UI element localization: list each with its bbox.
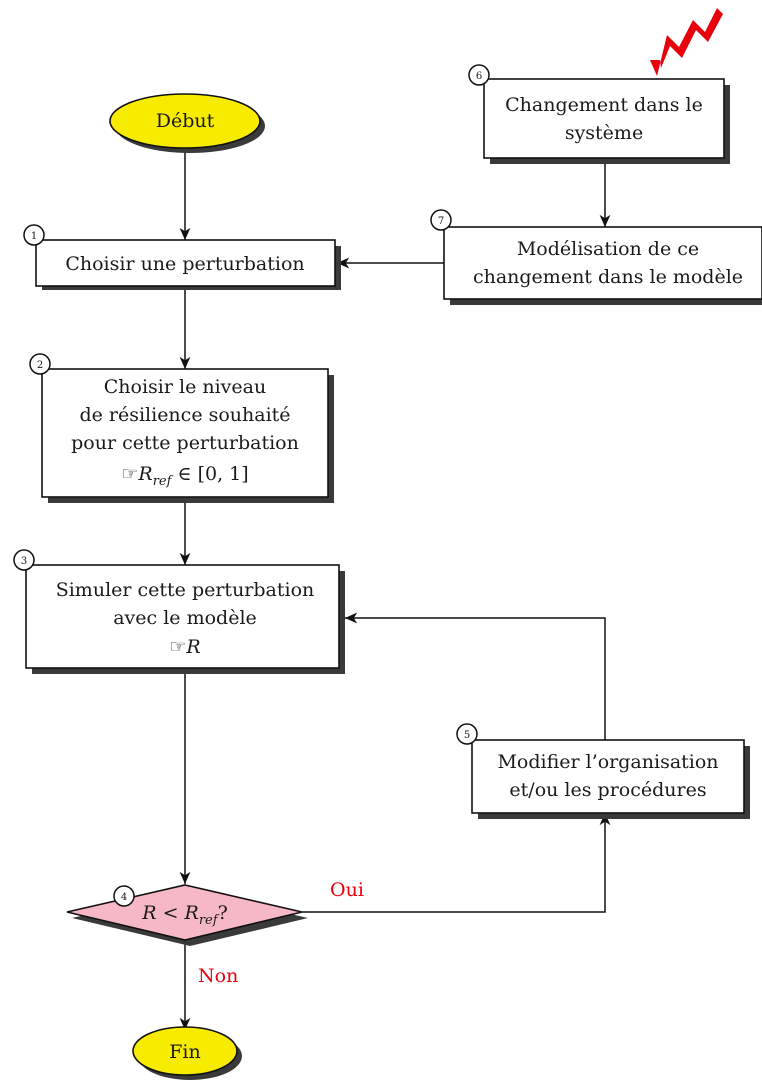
step-7-line1: Modélisation de ce [517, 238, 699, 260]
edge-step4-to-step5 [302, 813, 611, 913]
step-4-number: 4 [121, 892, 127, 903]
step-2-box: Choisir le niveau de résilience souhaité… [29, 353, 334, 503]
step-2-line1: Choisir le niveau [104, 376, 266, 398]
edge-step5-to-step3 [345, 612, 606, 740]
step-7-line2: changement dans le modèle [473, 266, 743, 288]
step-3-number: 3 [21, 556, 27, 567]
step-1-box: Choisir une perturbation 1 [23, 224, 341, 290]
edge-label-no: Non [198, 965, 238, 987]
step-3-line1: Simuler cette perturbation [56, 579, 315, 601]
start-node: Début [109, 93, 265, 153]
step-5-box: Modifier l’organisation et/ou les procéd… [456, 723, 750, 819]
step-2-number: 2 [37, 360, 43, 371]
end-label: Fin [169, 1041, 201, 1063]
step-5-line1: Modifier l’organisation [497, 751, 718, 773]
edges [179, 152, 611, 1030]
step-1-number: 1 [31, 231, 37, 242]
step-4-condition: R < Rref? [141, 902, 228, 928]
step-2-line3: pour cette perturbation [71, 432, 299, 454]
step-3-formula: ☞R [169, 636, 200, 658]
step-7-box: Modélisation de ce changement dans le mo… [430, 209, 762, 305]
step-6-line2: système [565, 122, 643, 144]
step-1-label: Choisir une perturbation [65, 253, 304, 275]
step-6-box: Changement dans le système 6 [468, 64, 730, 164]
step-2-line2: de résilience souhaité [79, 404, 290, 426]
step-6-number: 6 [476, 71, 482, 82]
step-3-line2: avec le modèle [113, 607, 257, 629]
lightning-bolt-icon [650, 8, 723, 76]
start-label: Début [156, 110, 215, 132]
pointing-hand-icon: ☞ [121, 463, 138, 485]
step-5-number: 5 [464, 730, 470, 741]
step-6-line1: Changement dans le [505, 94, 703, 116]
step-5-line2: et/ou les procédures [509, 779, 706, 801]
pointing-hand-icon: ☞ [169, 636, 186, 658]
step-7-number: 7 [438, 216, 444, 227]
step-2-formula: ☞Rref ∈ [0, 1] [121, 463, 248, 489]
step-3-box: Simuler cette perturbation avec le modèl… [13, 549, 345, 674]
edge-label-yes: Oui [330, 879, 364, 901]
end-node: Fin [132, 1026, 242, 1080]
step-4-decision: R < Rref? 4 [66, 884, 308, 946]
